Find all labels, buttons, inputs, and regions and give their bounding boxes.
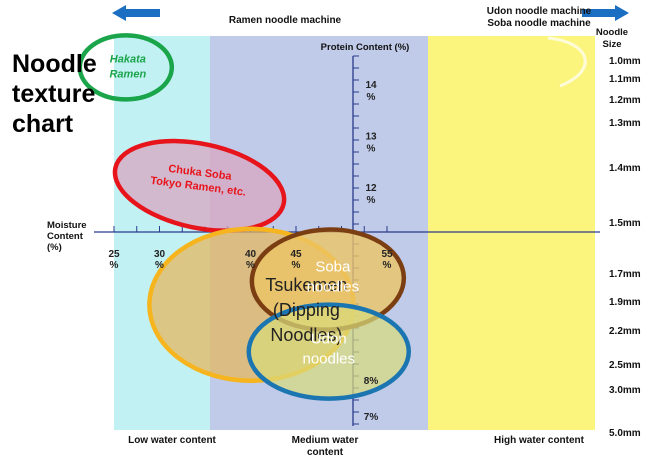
noodle-size-1: 1.0mm <box>609 56 641 67</box>
noodle-size-11: 3.0mm <box>609 385 641 396</box>
noodle-size-6: 1.5mm <box>609 218 641 229</box>
zone-label-2-line: Medium water <box>292 435 359 446</box>
x-axis-label-line: Content <box>47 231 84 242</box>
y-tick-label-14-line: % <box>367 92 376 103</box>
swirl-decoration <box>547 36 587 88</box>
x-tick-label-45: 45% <box>290 249 302 271</box>
x-tick-label-30: 30% <box>154 249 166 271</box>
noodle-size-10: 2.5mm <box>609 360 641 371</box>
x-tick-label-55-line: % <box>383 260 392 271</box>
ramen-machine-label: Ramen noodle machine <box>229 15 342 26</box>
y-tick-label-12-line: % <box>367 195 376 206</box>
label-udon-line: noodles <box>302 351 355 368</box>
left-arrow-icon <box>112 5 160 21</box>
noodle-size-4: 1.3mm <box>609 118 641 129</box>
x-tick-label-30-line: % <box>155 260 164 271</box>
y-tick-label-8-line: 8% <box>364 376 379 387</box>
udon-soba-machine-label-line: Udon noodle machine <box>487 6 592 17</box>
noodle-size-3: 1.2mm <box>609 95 641 106</box>
noodle-size-header-line: Noodle <box>596 27 628 38</box>
noodle-size-2: 1.1mm <box>609 74 641 85</box>
zone-3 <box>428 36 595 430</box>
label-tsukemen-line: Tsukemen <box>265 275 347 295</box>
label-soba-line: noodles <box>307 279 360 296</box>
label-soba-line: Soba <box>315 259 351 276</box>
x-tick-label-45-line: % <box>292 260 301 271</box>
label-udon: Udon noodles <box>302 331 355 368</box>
label-soba: Soba noodles <box>307 259 360 296</box>
x-tick-label-30-line: 30 <box>154 249 166 260</box>
x-tick-label-40-line: % <box>246 260 255 271</box>
x-axis-label-line: (%) <box>47 242 62 253</box>
label-hakata-line: Hakata <box>110 53 146 65</box>
zone-label-1-line: Low water content <box>128 435 216 446</box>
y-axis-label: Protein Content (%) <box>321 42 410 53</box>
udon-soba-machine-label-line: Soba noodle machine <box>487 18 591 29</box>
noodle-size-header-line: Size <box>602 39 621 50</box>
x-tick-label-25-line: % <box>110 260 119 271</box>
x-tick-label-40-line: 40 <box>245 249 257 260</box>
x-tick-label-55-line: 55 <box>381 249 393 260</box>
label-hakata-line: Ramen <box>109 68 146 80</box>
zone-label-2-line: content <box>307 447 344 458</box>
zone-label-3: High water content <box>494 435 585 446</box>
y-tick-label-7-line: 7% <box>364 412 379 423</box>
y-tick-label-13: 13% <box>365 132 377 155</box>
chart-title-line: Noodle <box>12 50 97 78</box>
y-tick-label-14: 14% <box>365 80 377 103</box>
noodle-size-5: 1.4mm <box>609 163 641 174</box>
x-axis-label-line: Moisture <box>47 220 87 231</box>
y-tick-label-13-line: % <box>367 144 376 155</box>
oval-udon <box>246 302 412 401</box>
noodle-size-8: 1.9mm <box>609 297 641 308</box>
x-tick-label-45-line: 45 <box>290 249 302 260</box>
chart-title-line: texture <box>12 80 95 108</box>
noodle-size-12: 5.0mm <box>609 428 641 439</box>
y-tick-label-12-line: 12 <box>365 183 377 194</box>
y-tick-label-13-line: 13 <box>365 132 377 143</box>
oval-hakata <box>77 33 175 102</box>
x-tick-label-25-line: 25 <box>108 249 120 260</box>
noodle-size-7: 1.7mm <box>609 269 641 280</box>
zone-label-1: Low water content <box>128 435 216 446</box>
x-tick-label-55: 55% <box>381 249 393 271</box>
right-arrow-icon <box>582 5 629 21</box>
y-tick-label-8: 8% <box>364 376 379 387</box>
oval-chuka-soba <box>112 138 287 233</box>
y-tick-label-14-line: 14 <box>365 80 377 91</box>
y-tick-label-12: 12% <box>365 183 377 206</box>
label-tsukemen-line: (Dipping <box>273 300 340 320</box>
x-tick-label-40: 40% <box>245 249 257 271</box>
y-tick-label-7: 7% <box>364 412 379 423</box>
noodle-size-9: 2.2mm <box>609 326 641 337</box>
label-udon-line: Udon <box>311 331 347 348</box>
chart-title-line: chart <box>12 110 74 138</box>
label-tsukemen-line: Noodles) <box>270 325 342 345</box>
x-tick-label-25: 25% <box>108 249 120 271</box>
zone-label-3-line: High water content <box>494 435 585 446</box>
